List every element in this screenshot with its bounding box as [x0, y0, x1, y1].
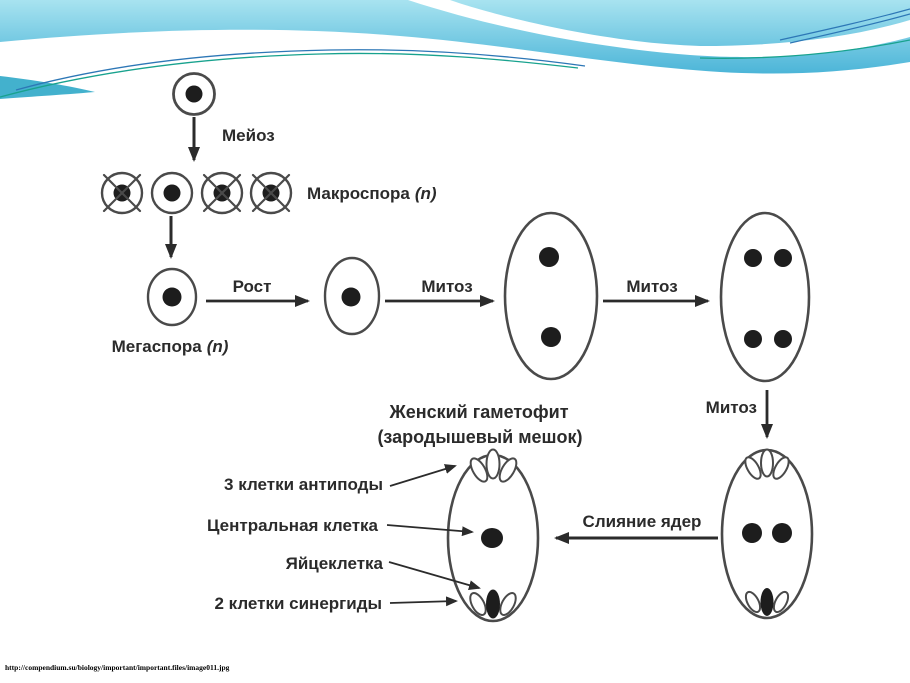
mitosis-label-3: Митоз: [706, 398, 757, 417]
megasporocyte-cell: [172, 72, 216, 116]
wave-band: [0, 0, 910, 74]
macrospore-label: Макроспора(n): [307, 184, 437, 203]
header-wave-decoration: [0, 0, 910, 99]
embryo-sac-before-fusion: [720, 448, 814, 620]
antipodal-cells-label: 3 клетки антиподы: [224, 475, 383, 494]
crossed-macrospore-2: [200, 171, 244, 215]
gametophyte-title-line2: (зародышевый мешок): [377, 427, 582, 447]
surviving-macrospore: [150, 171, 194, 215]
macrospore-row: [100, 171, 293, 215]
antipodal-cells-leader-arrow: [389, 464, 457, 487]
meiosis-label: Мейоз: [222, 126, 275, 145]
cell-four-nuclei: [719, 211, 811, 383]
cell-two-nuclei: [503, 211, 599, 381]
gametophyte-title-line1: Женский гаметофит: [388, 402, 568, 422]
crossed-macrospore-3: [249, 171, 293, 215]
wave-accent-line-blue-right-1: [779, 8, 910, 41]
wave-accent-line-teal-left: [0, 52, 579, 98]
megaspore-label: Мегаспора(n): [112, 337, 229, 356]
synergid-cells-leader-arrow: [389, 596, 458, 607]
megaspore-cell: [146, 267, 198, 327]
central-cell-leader-arrow: [386, 524, 474, 537]
synergid-cells-label: 2 клетки синергиды: [214, 594, 382, 613]
wave-accent-line-teal-right: [699, 39, 910, 59]
growth-label: Рост: [233, 277, 272, 296]
crossed-macrospore-1: [100, 171, 144, 215]
grown-cell-one-nucleus: [323, 256, 381, 336]
wave-white-crescent: [408, 0, 910, 58]
mitosis-label-1: Митоз: [421, 277, 472, 296]
nuclear-fusion-label: Слияние ядер: [583, 512, 702, 531]
egg-cell-label: Яйцеклетка: [286, 554, 384, 573]
wave-accent-line-blue-right-2: [789, 13, 910, 44]
female-gametophyte-embryo-sac: [446, 448, 540, 623]
egg-cell-leader-arrow: [388, 561, 481, 591]
wave-accent-line-blue-left: [15, 49, 586, 91]
mitosis-label-2: Митоз: [626, 277, 677, 296]
wave-corner-wedge: [0, 76, 95, 99]
source-url: http://compendium.su/biology/important/i…: [5, 663, 230, 672]
central-cell-label: Центральная клетка: [207, 516, 378, 535]
